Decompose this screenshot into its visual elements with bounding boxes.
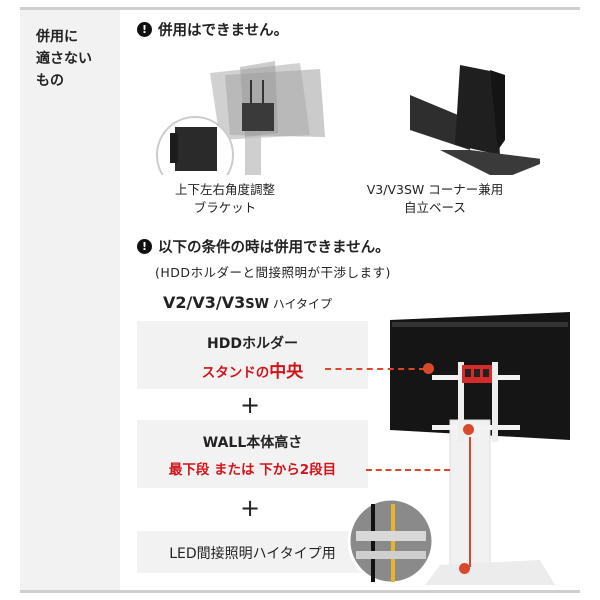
condition-title: HDDホルダー [207,336,298,352]
left-label-line: 併用に [36,29,78,45]
bottom-divider [20,590,580,593]
bracket-image [156,61,325,175]
section2-subtext: (HDDホルダーと間接照明が干渉します) [155,265,391,280]
height-leader-line [366,469,450,471]
bracket-caption: 上下左右角度調整 ブラケット [150,181,300,217]
condition-title: LED間接照明ハイタイプ用 [169,546,336,562]
corner-base-image [410,65,540,175]
height-top-dot [463,424,474,435]
model-sw: SW [245,297,269,312]
condition-detail: スタンドの中央 [137,357,368,382]
detail-prefix: スタンドの [201,365,270,381]
exclamation-icon: ! [137,239,152,254]
section1-heading: ! 併用はできません。 [137,19,288,40]
model-label: V2/V3/V3SW ハイタイプ [163,293,332,312]
caption-line: 自立ベース [404,200,466,215]
condition-led-lighting: LED間接照明ハイタイプ用 [137,531,368,573]
detail-emphasis: 中央 [269,362,304,382]
tv-stand-image [390,312,570,585]
condition-detail: 最下段 または 下から2段目 [168,462,337,478]
plus-icon: + [240,494,261,522]
model-main: V2/V3/V3 [163,293,246,312]
condition-hdd-holder: HDDホルダー スタンドの中央 [137,321,368,389]
hdd-marker-dot [423,363,434,374]
hdd-leader-line [325,368,425,370]
exclamation-icon: ! [137,22,152,37]
plus-icon: + [240,391,261,419]
section1-heading-text: 併用はできません。 [158,23,289,39]
condition-title: WALL本体高さ [202,435,303,451]
corner-base-caption: V3/V3SW コーナー兼用 自立ベース [345,181,525,217]
left-label-panel [20,10,120,590]
left-label: 併用に 適さない もの [36,26,116,92]
model-suffix: ハイタイプ [268,297,333,311]
condition-wall-height: WALL本体高さ 最下段 または 下から2段目 [137,420,368,488]
left-label-line: もの [36,73,64,89]
section2-heading: ! 以下の条件の時は併用できません。 [137,236,390,257]
section2-heading-text: 以下の条件の時は併用できません。 [158,240,390,256]
height-bottom-dot [459,563,470,574]
caption-line: ブラケット [193,200,257,215]
led-lighting-image [347,497,435,585]
top-divider [20,7,580,10]
left-label-line: 適さない [36,51,92,67]
caption-line: 上下左右角度調整 [174,182,275,197]
caption-line: V3/V3SW コーナー兼用 [366,182,504,197]
